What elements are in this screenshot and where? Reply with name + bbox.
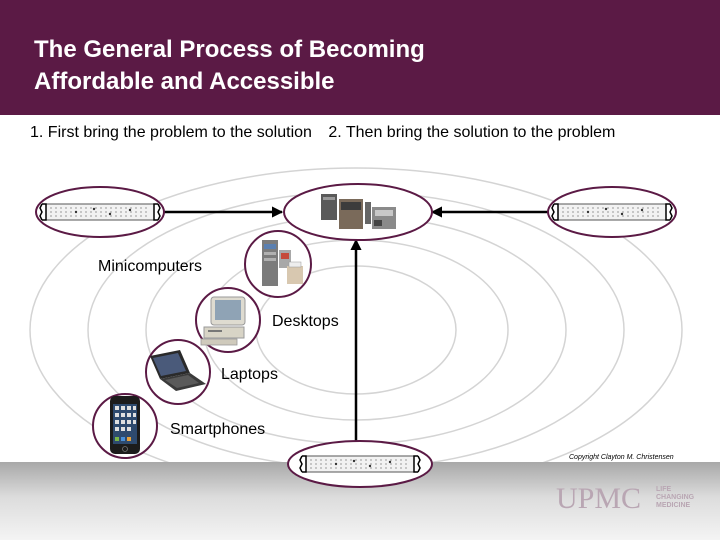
upmc-logo-wordmark: UPMC — [556, 482, 642, 515]
copyright-notice: Copyright Clayton M. Christensen — [569, 454, 674, 461]
slide-title-line-1: The General Process of Becoming — [34, 36, 425, 63]
laptop-icon — [150, 350, 206, 391]
tagline-line-3: MEDICINE — [656, 502, 691, 509]
node-minicomputer — [244, 230, 312, 298]
slide-title: The General Process of Becoming Affordab… — [34, 34, 425, 98]
mainframe-computer-icon — [321, 194, 396, 229]
upmc-logo-tagline: LIFE CHANGING MEDICINE — [656, 486, 716, 510]
paper-tape-icon — [551, 203, 673, 221]
node-left-tape — [35, 186, 165, 238]
minicomputer-icon — [262, 240, 303, 286]
process-steps: 1. First bring the problem to the soluti… — [30, 124, 615, 142]
tagline-line-1: LIFE — [656, 486, 672, 493]
desktop-computer-icon — [200, 296, 246, 346]
label-minicomputers: Minicomputers — [98, 258, 203, 275]
smartphone-icon — [110, 396, 140, 454]
step-2-text: 2. Then bring the solution to the proble… — [328, 124, 616, 141]
node-smartphone — [92, 393, 158, 459]
step-1-text: 1. First bring the problem to the soluti… — [30, 124, 312, 141]
tagline-line-2: CHANGING — [656, 494, 695, 501]
node-laptop — [145, 339, 211, 405]
node-bottom-tape — [287, 440, 433, 488]
paper-tape-icon — [39, 203, 161, 221]
node-right-tape — [547, 186, 677, 238]
title-banner: The General Process of Becoming Affordab… — [0, 0, 720, 115]
node-mainframe — [283, 183, 433, 241]
label-desktops: Desktops — [272, 313, 339, 330]
label-laptops: Laptops — [221, 366, 278, 383]
slide-title-line-2: Affordable and Accessible — [34, 68, 335, 95]
node-desktop — [195, 287, 261, 353]
ring-outer — [29, 167, 683, 462]
paper-tape-icon — [299, 455, 421, 473]
label-smartphones: Smartphones — [170, 421, 266, 438]
